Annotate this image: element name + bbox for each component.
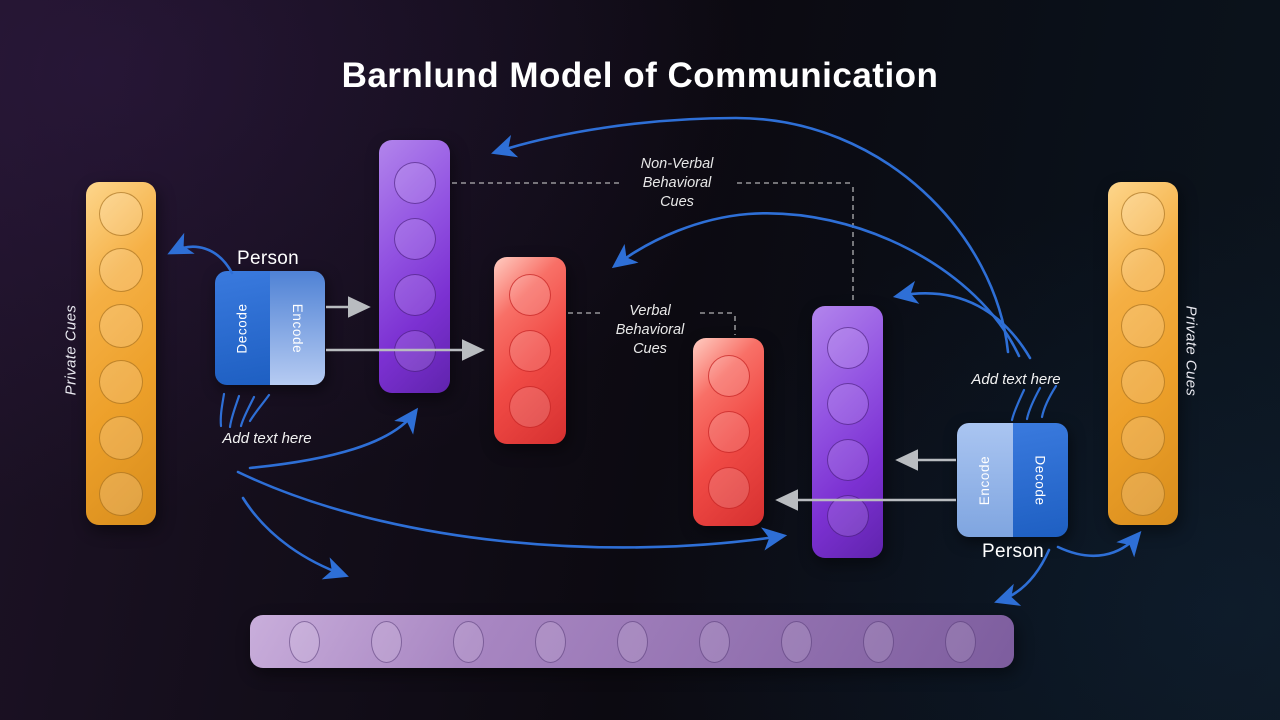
nonverbal-cues-label: Non-Verbal Behavioral Cues: [607, 155, 747, 212]
nonverbal-bar-left-stud: [393, 217, 436, 260]
tick-left-3: [239, 395, 256, 428]
private-cues-bar-left: [86, 182, 156, 525]
nonverbal-bar-right-stud: [826, 327, 869, 369]
decode-half-right: Decode: [1012, 423, 1068, 537]
curve-right-to-purple1-top: [491, 116, 1010, 354]
private-cues-label-left: Private Cues: [62, 304, 80, 396]
curve-left-to-channel: [241, 496, 349, 580]
verbal-bar-right-stud: [707, 467, 750, 509]
channel-bar-bottom-stud: [944, 620, 976, 663]
tick-left-2: [228, 394, 241, 429]
nonverbal-bar-left-stud: [393, 273, 436, 316]
add-text-placeholder-right[interactable]: Add text here: [971, 371, 1061, 388]
encode-half-right: Encode: [957, 423, 1013, 537]
verbal-bar-left-stud: [509, 273, 551, 316]
tick-right-2: [1025, 386, 1042, 421]
channel-bar-bottom-stud: [698, 620, 730, 663]
channel-bar-bottom-stud: [288, 620, 320, 663]
verbal-bar-left: [494, 257, 566, 444]
private-cues-bar-right: [1108, 182, 1178, 525]
verbal-bar-left-stud: [509, 329, 551, 372]
tick-left-1: [219, 392, 226, 428]
encode-label-right: Encode: [977, 455, 993, 505]
private-cues-bar-right-stud: [1121, 471, 1165, 516]
person-label-right: Person: [981, 541, 1044, 562]
private-cues-bar-right-stud: [1121, 303, 1165, 348]
verbal-bar-left-stud: [509, 385, 551, 428]
private-cues-bar-right-stud: [1121, 247, 1165, 292]
nonverbal-bar-right-stud: [826, 495, 869, 537]
slide-title: Barnlund Model of Communication: [341, 56, 939, 95]
nonverbal-bar-right-stud: [826, 439, 869, 481]
private-cues-bar-left-stud: [99, 359, 143, 404]
decode-label-left: Decode: [234, 302, 250, 354]
tick-right-1: [1010, 388, 1026, 422]
nonverbal-bar-left-stud: [393, 161, 436, 204]
tick-right-3: [1040, 384, 1058, 419]
private-cues-bar-left-stud: [99, 303, 143, 348]
private-cues-bar-left-stud: [99, 191, 143, 236]
add-text-placeholder-left[interactable]: Add text here: [222, 430, 312, 447]
person-block-right: Encode Decode: [957, 423, 1068, 537]
verbal-line-3: Cues: [633, 341, 667, 357]
nonverbal-bar-left-stud: [393, 329, 436, 372]
verbal-line-1: Verbal: [629, 303, 671, 319]
channel-bar-bottom-stud: [370, 620, 402, 663]
nonverbal-line-3: Cues: [660, 194, 694, 210]
decode-label-right: Decode: [1032, 454, 1048, 506]
person-block-left: Decode Encode: [215, 271, 325, 385]
private-cues-bar-right-stud: [1121, 191, 1165, 236]
curve-right-to-purple2-top: [892, 280, 1032, 360]
channel-bar-bottom-stud: [862, 620, 894, 663]
tick-left-4: [248, 393, 271, 423]
nonverbal-bar-right-stud: [826, 383, 869, 425]
channel-bar-bottom-stud: [780, 620, 812, 663]
private-cues-bar-left-stud: [99, 471, 143, 516]
verbal-bar-right-stud: [707, 411, 750, 453]
channel-bar-bottom-stud: [534, 620, 566, 663]
private-cues-label-right: Private Cues: [1182, 305, 1200, 397]
encode-label-left: Encode: [289, 303, 305, 353]
nonverbal-bar-left: [379, 140, 450, 393]
private-cues-bar-right-stud: [1121, 415, 1165, 460]
person-label-left: Person: [236, 248, 299, 269]
private-cues-bar-left-stud: [99, 415, 143, 460]
nonverbal-line-2: Behavioral: [642, 175, 712, 191]
channel-bar-bottom-stud: [616, 620, 648, 663]
verbal-bar-right: [693, 338, 764, 526]
channel-bar-bottom: [250, 615, 1014, 668]
verbal-bar-right-stud: [707, 355, 750, 397]
decode-half-left: Decode: [215, 271, 270, 385]
nonverbal-bar-right: [812, 306, 883, 558]
private-cues-bar-left-stud: [99, 247, 143, 292]
verbal-cues-label: Verbal Behavioral Cues: [580, 302, 720, 359]
nonverbal-line-1: Non-Verbal: [640, 156, 714, 172]
channel-bar-bottom-stud: [452, 620, 484, 663]
encode-half-left: Encode: [270, 271, 325, 385]
verbal-line-2: Behavioral: [615, 322, 685, 338]
private-cues-bar-right-stud: [1121, 359, 1165, 404]
